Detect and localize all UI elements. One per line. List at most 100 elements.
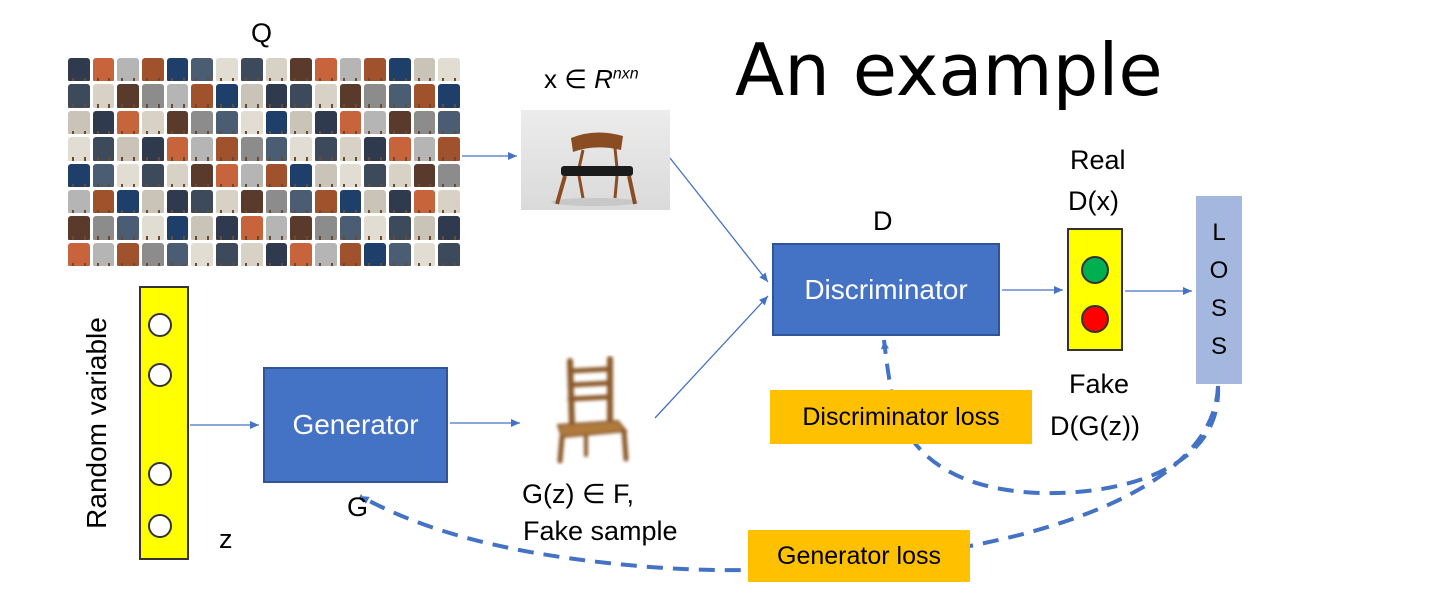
chair-thumbnail-icon bbox=[166, 110, 189, 135]
real-sample-prefix: x ∈ bbox=[544, 64, 595, 94]
random-variable-label: Random variable bbox=[81, 317, 112, 529]
chair-image-grid-icon bbox=[68, 58, 460, 267]
chair-thumbnail-icon bbox=[290, 137, 312, 161]
chair-thumbnail-icon bbox=[92, 58, 115, 82]
chair-thumbnail-icon bbox=[339, 163, 362, 188]
chair-thumbnail-icon bbox=[364, 189, 386, 214]
chair-thumbnail-icon bbox=[117, 216, 140, 241]
chair-thumbnail-icon bbox=[117, 163, 140, 188]
fake-sample-space-label: G(z) ∈ F, bbox=[522, 479, 635, 509]
loss-letter-s1: S bbox=[1210, 295, 1227, 322]
chair-thumbnail-icon bbox=[413, 242, 436, 267]
diagram-title: An example bbox=[735, 28, 1163, 112]
chair-thumbnail-icon bbox=[339, 189, 362, 214]
real-sample-space-label: x ∈ Rnxn bbox=[544, 66, 639, 92]
chair-thumbnail-icon bbox=[142, 58, 164, 82]
chair-thumbnail-icon bbox=[68, 216, 90, 241]
chair-thumbnail-icon bbox=[216, 163, 238, 188]
chair-thumbnail-icon bbox=[166, 242, 189, 267]
generator-block: Generator bbox=[263, 367, 448, 483]
chair-thumbnail-icon bbox=[265, 110, 288, 135]
chair-thumbnail-icon bbox=[388, 242, 411, 267]
chair-thumbnail-icon bbox=[413, 189, 436, 214]
chair-thumbnail-icon bbox=[240, 58, 263, 82]
chair-thumbnail-icon bbox=[166, 84, 189, 109]
chair-thumbnail-icon bbox=[166, 216, 189, 241]
chair-thumbnail-icon bbox=[413, 58, 436, 82]
chair-thumbnail-icon bbox=[388, 110, 411, 135]
chair-thumbnail-icon bbox=[314, 216, 337, 241]
chair-thumbnail-icon bbox=[68, 189, 90, 214]
chair-thumbnail-icon bbox=[290, 110, 312, 135]
chair-thumbnail-icon bbox=[438, 84, 460, 109]
chair-thumbnail-icon bbox=[117, 189, 140, 214]
chair-thumbnail-icon bbox=[438, 189, 460, 214]
chair-thumbnail-icon bbox=[314, 137, 337, 161]
chair-thumbnail-icon bbox=[265, 137, 288, 161]
chair-thumbnail-icon bbox=[364, 58, 386, 82]
chair-thumbnail-icon bbox=[191, 137, 214, 161]
chair-thumbnail-icon bbox=[68, 242, 90, 267]
noise-node-icon bbox=[148, 514, 172, 538]
chair-thumbnail-icon bbox=[438, 110, 460, 135]
chair-thumbnail-icon bbox=[216, 110, 238, 135]
fake-output-dgz: D(G(z)) bbox=[1050, 411, 1140, 441]
noise-label-z: z bbox=[219, 524, 233, 554]
chair-thumbnail-icon bbox=[68, 137, 90, 161]
chair-thumbnail-icon bbox=[339, 137, 362, 161]
chair-thumbnail-icon bbox=[265, 189, 288, 214]
chair-thumbnail-icon bbox=[92, 242, 115, 267]
chair-thumbnail-icon bbox=[92, 216, 115, 241]
chair-thumbnail-icon bbox=[92, 137, 115, 161]
chair-thumbnail-icon bbox=[364, 84, 386, 109]
chair-thumbnail-icon bbox=[166, 163, 189, 188]
chair-thumbnail-icon bbox=[117, 137, 140, 161]
chair-thumbnail-icon bbox=[413, 110, 436, 135]
chair-thumbnail-icon bbox=[364, 110, 386, 135]
chair-thumbnail-icon bbox=[339, 110, 362, 135]
noise-node-icon bbox=[148, 363, 172, 387]
real-green-light-icon bbox=[1081, 256, 1109, 284]
discriminator-label-d: D bbox=[873, 206, 893, 236]
discriminator-block: Discriminator bbox=[772, 243, 1000, 336]
chair-thumbnail-icon bbox=[290, 163, 312, 188]
wooden-chair-photo-icon bbox=[521, 110, 670, 210]
chair-thumbnail-icon bbox=[240, 163, 263, 188]
chair-thumbnail-icon bbox=[166, 137, 189, 161]
chair-thumbnail-icon bbox=[117, 84, 140, 109]
chair-thumbnail-icon bbox=[92, 189, 115, 214]
chair-thumbnail-icon bbox=[142, 110, 164, 135]
chair-thumbnail-icon bbox=[92, 84, 115, 109]
chair-thumbnail-icon bbox=[364, 163, 386, 188]
arrow-real-to-discriminator bbox=[669, 157, 769, 283]
dataset-label-q: Q bbox=[251, 18, 273, 48]
chair-thumbnail-icon bbox=[92, 110, 115, 135]
generator-loss-label: Generator loss bbox=[748, 530, 970, 582]
chair-thumbnail-icon bbox=[265, 58, 288, 82]
chair-thumbnail-icon bbox=[142, 84, 164, 109]
chair-thumbnail-icon bbox=[191, 242, 214, 267]
chair-thumbnail-icon bbox=[191, 163, 214, 188]
dashed-generator-loss-feedback bbox=[359, 385, 1220, 573]
real-sample-space-exponent: nxn bbox=[612, 65, 639, 83]
chair-thumbnail-icon bbox=[339, 84, 362, 109]
chair-thumbnail-icon bbox=[142, 189, 164, 214]
noise-node-icon bbox=[148, 313, 172, 337]
chair-thumbnail-icon bbox=[364, 137, 386, 161]
chair-thumbnail-icon bbox=[166, 189, 189, 214]
fake-label: Fake bbox=[1069, 369, 1130, 399]
noise-node-icon bbox=[148, 462, 172, 486]
loss-block: L O S S bbox=[1196, 196, 1242, 384]
chair-thumbnail-icon bbox=[438, 58, 460, 82]
chair-thumbnail-icon bbox=[388, 163, 411, 188]
chair-thumbnail-icon bbox=[216, 137, 238, 161]
fake-sample-label: Fake sample bbox=[523, 516, 678, 546]
chair-thumbnail-icon bbox=[413, 163, 436, 188]
chair-thumbnail-icon bbox=[388, 216, 411, 241]
chair-thumbnail-icon bbox=[216, 58, 238, 82]
chair-thumbnail-icon bbox=[191, 189, 214, 214]
chair-thumbnail-icon bbox=[142, 163, 164, 188]
loss-letter-o: O bbox=[1209, 257, 1229, 284]
chair-thumbnail-icon bbox=[339, 242, 362, 267]
